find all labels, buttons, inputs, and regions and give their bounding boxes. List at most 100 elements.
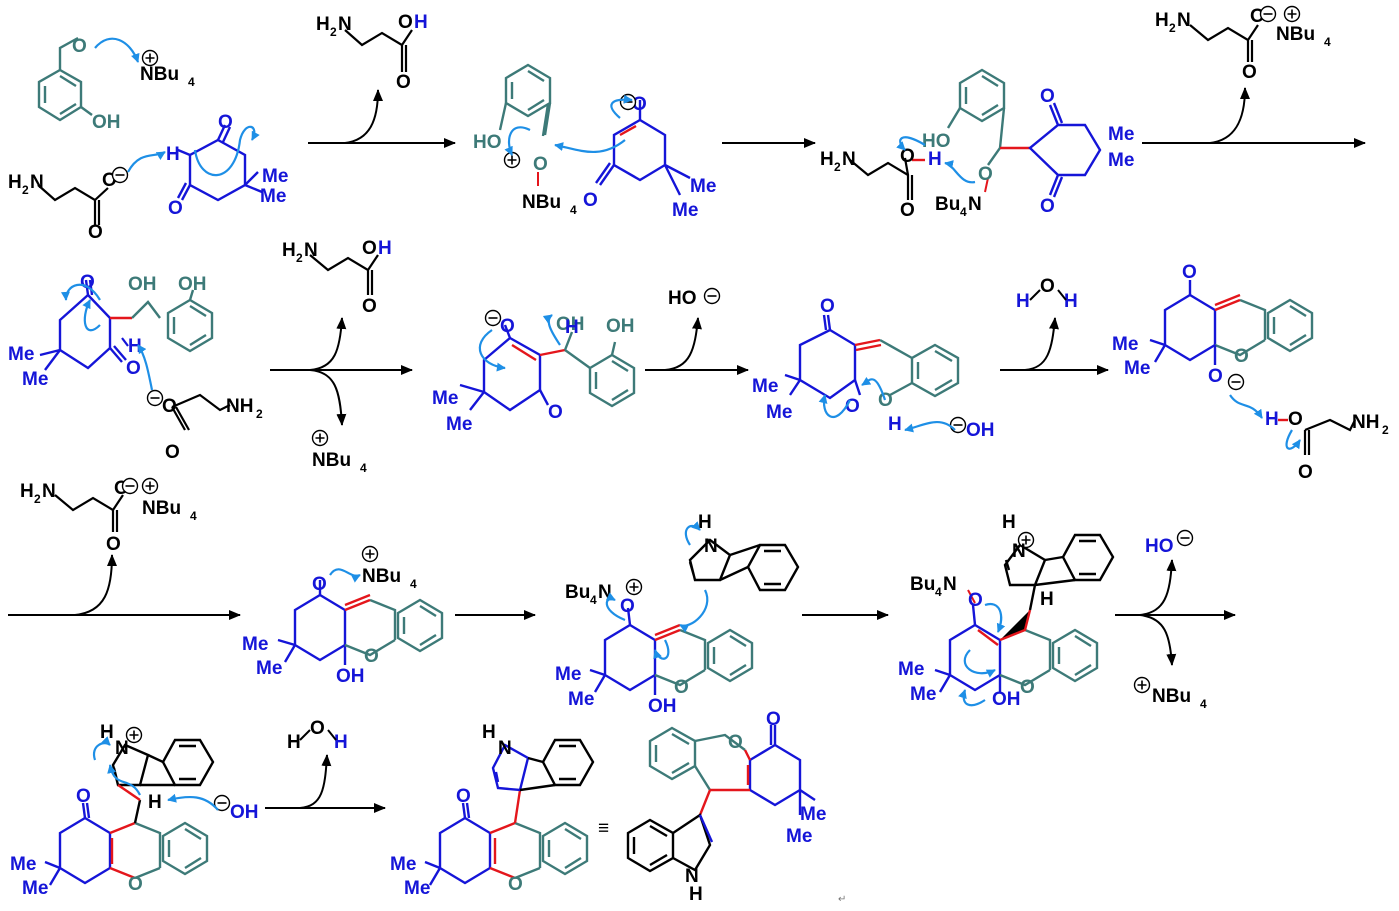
svg-text:NBu: NBu — [522, 192, 561, 213]
row1-tbaN: NBu 4 — [140, 49, 195, 89]
svg-text:4: 4 — [360, 461, 367, 475]
svg-text:H: H — [698, 512, 712, 533]
nbu4-label: NBu — [140, 64, 179, 85]
svg-text:O: O — [76, 786, 91, 807]
svg-text:N: N — [943, 574, 957, 595]
svg-text:4: 4 — [590, 593, 597, 607]
svg-text:N: N — [704, 536, 718, 557]
svg-text:OH: OH — [556, 314, 585, 335]
svg-text:O: O — [583, 190, 598, 211]
svg-text:N: N — [338, 14, 352, 35]
row3-enolate-adduct: H N H Bu 4 N O Me Me O OH — [898, 512, 1115, 710]
row1-salicylaldehyde: O OH — [37, 36, 121, 133]
svg-text:H: H — [282, 240, 296, 261]
row2-intermediate6: O O Me Me O H OH — [752, 296, 995, 441]
svg-text:H: H — [888, 414, 902, 435]
svg-text:O: O — [88, 222, 103, 243]
svg-text:O: O — [728, 732, 743, 753]
svg-text:OH: OH — [992, 689, 1021, 710]
svg-text:Me: Me — [800, 804, 826, 825]
svg-text:O: O — [978, 164, 993, 185]
svg-text:H: H — [100, 722, 114, 743]
svg-text:O: O — [218, 112, 233, 133]
svg-text:O: O — [1288, 409, 1303, 430]
svg-text:O: O — [456, 786, 471, 807]
svg-text:N: N — [30, 172, 44, 193]
svg-text:H: H — [1040, 589, 1054, 610]
svg-text:H: H — [316, 14, 330, 35]
row2-intermediate5: O O Me Me OH OH H — [432, 309, 636, 435]
phenol-oh-label: OH — [92, 112, 121, 133]
equivalence-sign: ≡ — [598, 818, 609, 839]
svg-text:O: O — [620, 596, 635, 617]
svg-text:2: 2 — [1382, 423, 1389, 437]
svg-text:Me: Me — [390, 854, 416, 875]
svg-text:Me: Me — [256, 658, 282, 679]
svg-text:O: O — [362, 296, 377, 317]
svg-text:H: H — [1155, 10, 1169, 31]
svg-text:4: 4 — [960, 205, 967, 219]
svg-text:4: 4 — [935, 585, 942, 599]
svg-text:H: H — [820, 149, 834, 170]
svg-text:H: H — [8, 172, 22, 193]
svg-text:H: H — [148, 792, 162, 813]
svg-text:4: 4 — [570, 203, 577, 217]
svg-text:Me: Me — [242, 634, 268, 655]
svg-text:Bu: Bu — [935, 194, 960, 215]
svg-text:Me: Me — [690, 176, 716, 197]
svg-text:4: 4 — [1324, 35, 1331, 49]
svg-text:2: 2 — [256, 407, 263, 421]
svg-text:2: 2 — [330, 25, 337, 39]
svg-text:Me: Me — [22, 878, 48, 899]
svg-text:OH: OH — [178, 274, 207, 295]
svg-text:NBu: NBu — [1276, 24, 1315, 45]
row1-glycinate: H 2 N O O — [8, 166, 129, 243]
svg-text:O: O — [500, 316, 515, 337]
svg-text:H: H — [1064, 291, 1078, 312]
svg-text:O: O — [165, 442, 180, 463]
svg-text:O: O — [310, 718, 325, 739]
svg-text:OH: OH — [230, 802, 259, 823]
row1-arrow3: H 2 N O O NBu 4 — [1142, 5, 1366, 148]
row1-intermediate3: H 2 N O O H HO O Bu 4 N O O Me Me — [820, 68, 1134, 221]
return-mark: ↵ — [838, 894, 846, 905]
svg-text:HO: HO — [473, 132, 502, 153]
svg-text:Me: Me — [898, 659, 924, 680]
svg-text:NH: NH — [226, 396, 253, 417]
svg-text:O: O — [364, 646, 379, 667]
svg-text:OH: OH — [606, 316, 635, 337]
svg-text:N: N — [685, 866, 699, 887]
svg-text:O: O — [168, 198, 183, 219]
svg-text:H: H — [20, 481, 34, 502]
svg-text:NH: NH — [1352, 412, 1379, 433]
svg-text:Me: Me — [260, 186, 286, 207]
svg-text:Me: Me — [22, 369, 48, 390]
row1-arrow1: H 2 N O O H — [308, 12, 456, 148]
svg-text:Me: Me — [1112, 334, 1138, 355]
svg-text:H: H — [928, 149, 942, 170]
svg-text:Me: Me — [568, 689, 594, 710]
svg-text:N: N — [115, 738, 129, 759]
svg-text:N: N — [42, 481, 56, 502]
svg-text:Me: Me — [786, 826, 812, 847]
svg-text:4: 4 — [188, 75, 195, 89]
svg-text:Me: Me — [752, 376, 778, 397]
svg-text:O: O — [968, 590, 983, 611]
row4-indoleninium: H N H O Me Me O OH — [10, 722, 259, 899]
svg-text:Me: Me — [1108, 150, 1134, 171]
svg-text:2: 2 — [34, 492, 41, 506]
svg-text:Me: Me — [555, 664, 581, 685]
svg-text:O: O — [396, 72, 411, 93]
svg-text:H: H — [482, 722, 496, 743]
svg-text:OH: OH — [648, 696, 677, 717]
svg-text:N: N — [498, 738, 512, 759]
svg-text:O: O — [533, 154, 548, 175]
row2-arrow1: H 2 N O O H NBu 4 — [270, 238, 413, 475]
svg-text:O: O — [128, 874, 143, 895]
row4-arrow1: H O H — [265, 718, 386, 813]
svg-text:4: 4 — [190, 509, 197, 523]
row4-product: H N O Me Me O — [390, 722, 595, 899]
svg-text:O: O — [162, 396, 177, 417]
svg-text:H: H — [1016, 291, 1030, 312]
